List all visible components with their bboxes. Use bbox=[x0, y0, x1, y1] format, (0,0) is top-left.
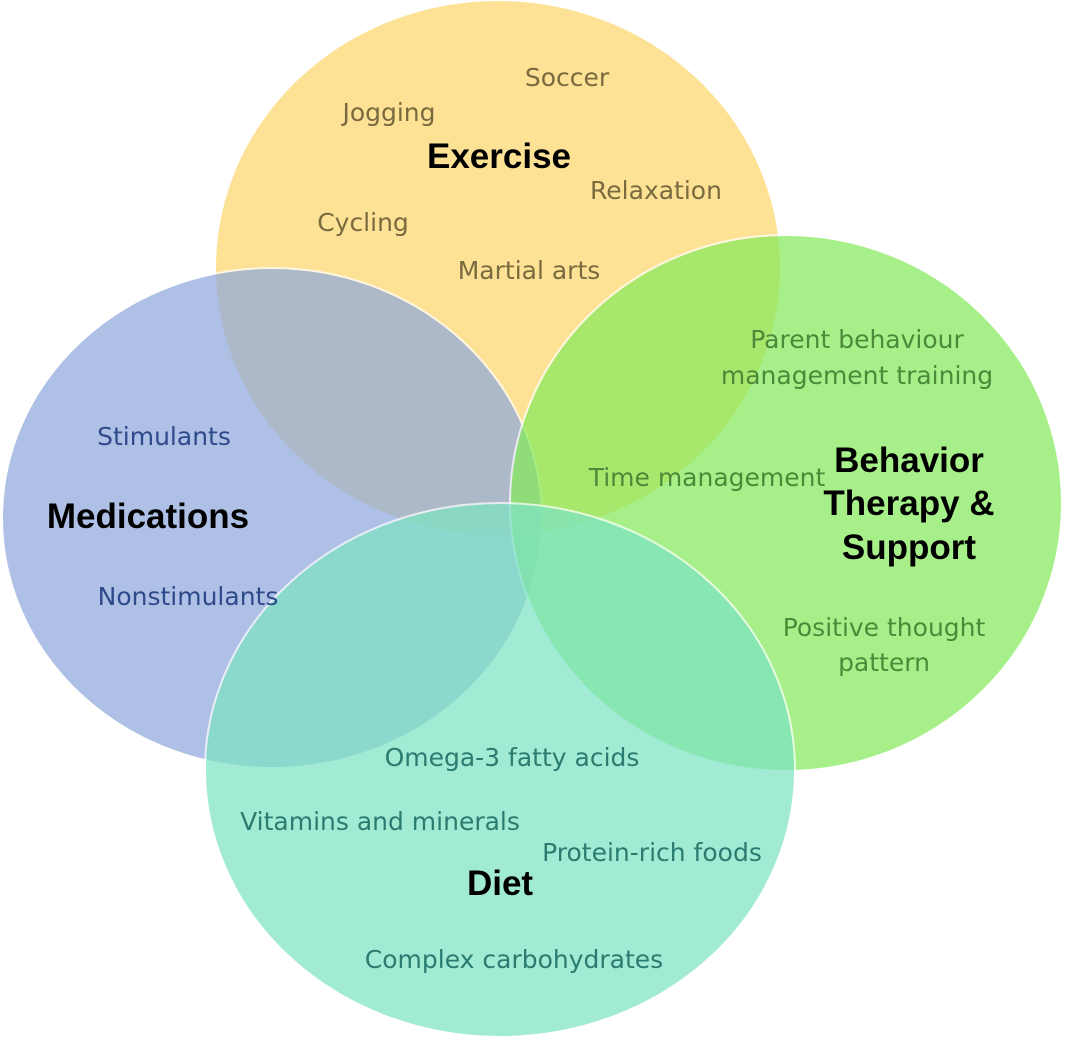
behavior-item: management training bbox=[721, 361, 993, 390]
behavior-item: Positive thought bbox=[783, 613, 986, 642]
diet-item: Vitamins and minerals bbox=[240, 807, 520, 836]
exercise-title: Exercise bbox=[427, 137, 571, 176]
exercise-item: Martial arts bbox=[458, 256, 601, 285]
medications-item: Stimulants bbox=[97, 422, 231, 451]
medications-title: Medications bbox=[47, 497, 249, 536]
diet-item: Complex carbohydrates bbox=[365, 945, 663, 974]
exercise-item: Jogging bbox=[340, 98, 435, 127]
behavior-item: Parent behaviour bbox=[750, 325, 964, 354]
exercise-item: Soccer bbox=[525, 63, 610, 92]
medications-item: Nonstimulants bbox=[98, 582, 279, 611]
behavior-title-line: Behavior bbox=[834, 441, 984, 480]
behavior-title-line: Support bbox=[842, 528, 976, 567]
behavior-item: pattern bbox=[838, 648, 930, 677]
diet-item: Omega-3 fatty acids bbox=[385, 743, 640, 772]
behavior-title-line: Therapy & bbox=[823, 484, 994, 523]
diet-item: Protein-rich foods bbox=[542, 838, 762, 867]
behavior-item: Time management bbox=[588, 463, 826, 492]
diet-circle bbox=[204, 502, 796, 1038]
diet-title: Diet bbox=[467, 864, 533, 903]
exercise-item: Relaxation bbox=[590, 176, 722, 205]
exercise-item: Cycling bbox=[317, 208, 409, 237]
